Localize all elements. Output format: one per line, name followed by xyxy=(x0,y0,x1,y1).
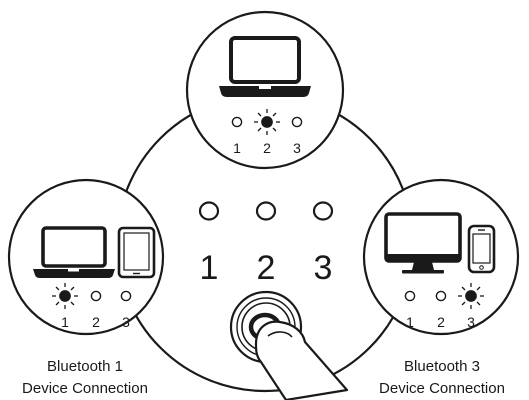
right-led-number-3: 3 xyxy=(467,314,475,330)
lit-led-icon xyxy=(458,283,484,309)
lit-led-icon xyxy=(52,283,78,309)
left-led-number-1: 1 xyxy=(61,314,69,330)
monitor-icon xyxy=(384,212,462,274)
right-led-number-1: 1 xyxy=(406,314,414,330)
hub-number-1: 1 xyxy=(200,249,219,287)
left-panel: 1 2 3 xyxy=(7,178,165,336)
left-caption-line2: Device Connection xyxy=(22,380,148,397)
left-led-number-3: 3 xyxy=(122,314,130,330)
left-caption-line1: Bluetooth 1 xyxy=(47,358,123,375)
finger-press-icon xyxy=(254,320,349,400)
laptop-icon xyxy=(219,36,311,97)
top-panel: 1 2 3 xyxy=(185,10,345,170)
hub-number-2: 2 xyxy=(257,249,276,287)
laptop-icon xyxy=(33,226,115,278)
right-caption-line1: Bluetooth 3 xyxy=(404,358,480,375)
top-led-number-2: 2 xyxy=(263,140,271,156)
top-led-number-1: 1 xyxy=(233,140,241,156)
phone-icon xyxy=(467,224,496,274)
led-3-left xyxy=(120,290,132,302)
right-caption-line2: Device Connection xyxy=(379,380,505,397)
led-3-top xyxy=(291,116,303,128)
tablet-icon xyxy=(117,226,156,279)
hub-led-1 xyxy=(198,201,220,221)
top-led-number-3: 3 xyxy=(293,140,301,156)
led-2-right xyxy=(435,290,447,302)
left-led-number-2: 2 xyxy=(92,314,100,330)
hub-led-3 xyxy=(312,201,334,221)
led-2-left xyxy=(90,290,102,302)
hub-led-2 xyxy=(255,201,277,221)
hub-number-3: 3 xyxy=(314,249,333,287)
hub-leds xyxy=(198,201,334,221)
right-panel: 1 2 3 xyxy=(362,178,520,336)
lit-led-icon xyxy=(254,109,280,135)
right-led-number-2: 2 xyxy=(437,314,445,330)
led-1-top xyxy=(231,116,243,128)
led-1-right xyxy=(404,290,416,302)
